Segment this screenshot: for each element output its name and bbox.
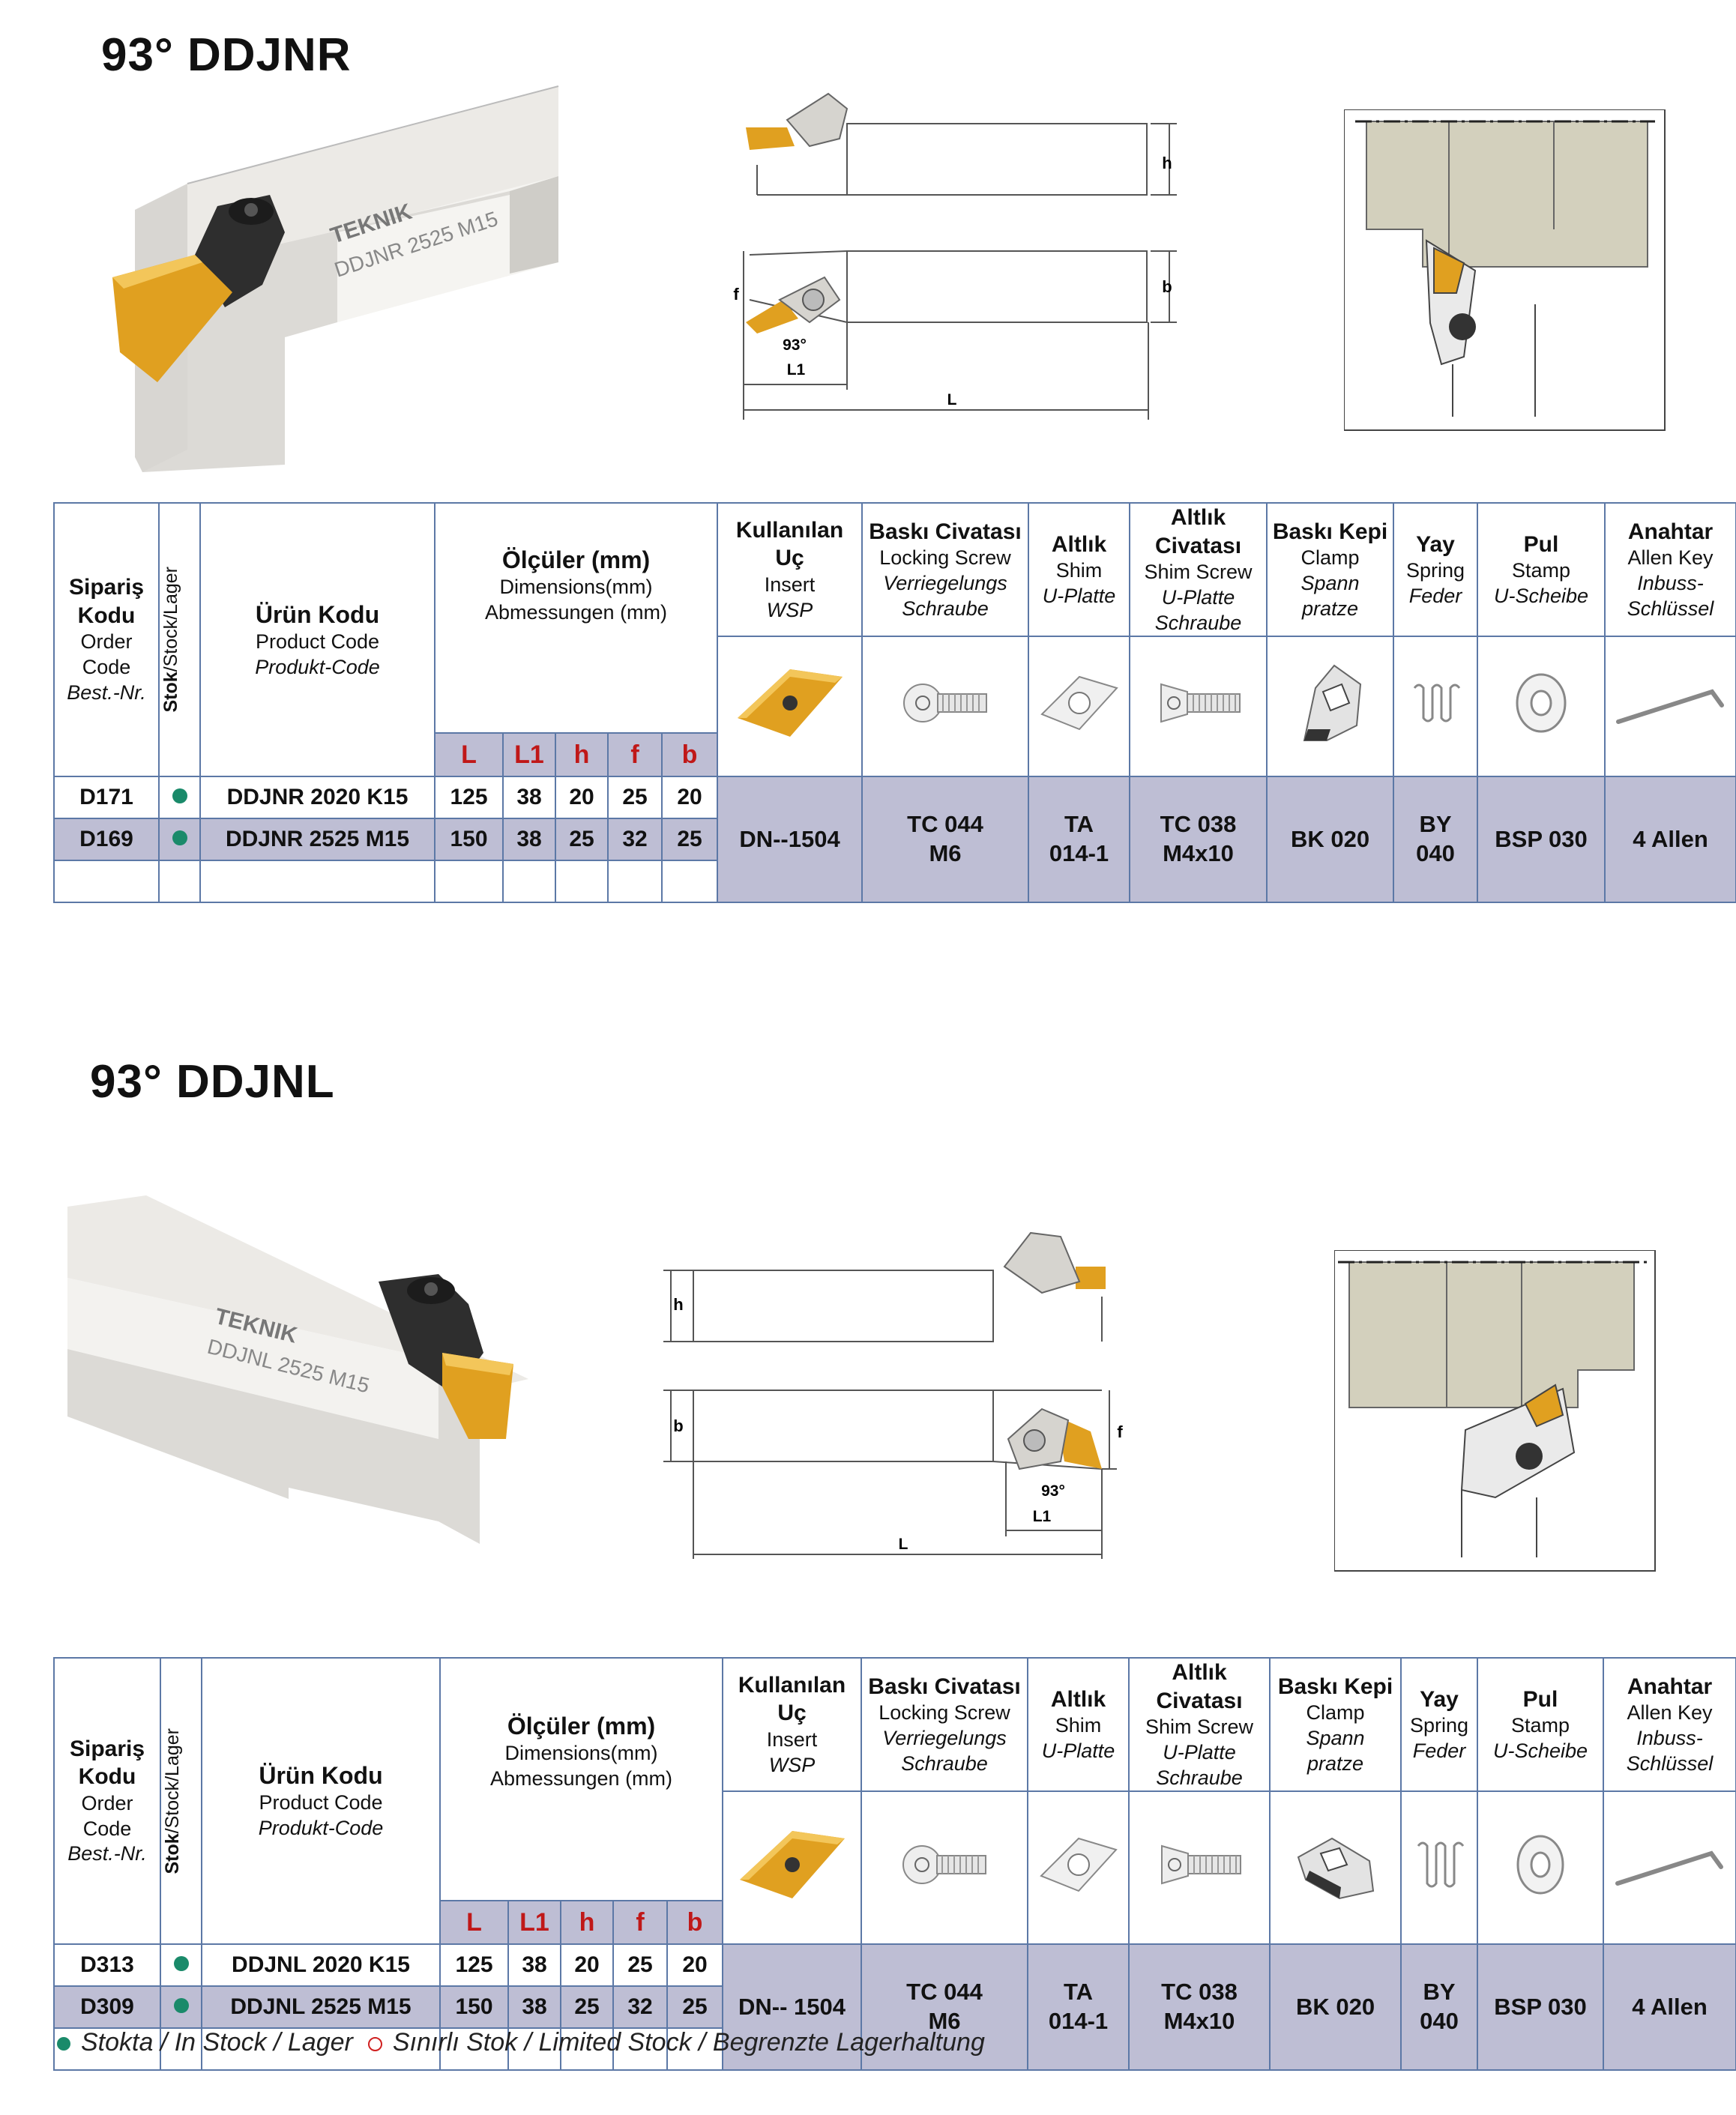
table-row: D313 DDJNL 2020 K15 125 38 20 25 20 DN--… — [53, 1943, 1736, 2071]
header-shim: Altlık Shim U-Platte — [1028, 501, 1131, 638]
svg-text:b: b — [1162, 277, 1172, 296]
header-stamp: Pul Stamp U-Scheibe — [1477, 1656, 1605, 1793]
table-row: D169 DDJNR 2525 M15 150 38 25 32 25 — [53, 818, 1736, 861]
shim-screw-icon — [1129, 636, 1268, 777]
header-shim: Altlık Shim U-Platte — [1027, 1656, 1130, 1793]
section-title-ddjnr: 93° DDJNR — [101, 29, 352, 81]
svg-text:L: L — [947, 391, 957, 408]
header-spring: Yay Spring Feder — [1400, 1656, 1479, 1793]
header-stock: Stok/Stock/Lager — [158, 502, 201, 777]
dim-col-L: L — [434, 732, 504, 777]
in-stock-dot — [173, 1956, 189, 1972]
locking-screw-icon — [861, 636, 1030, 777]
header-shim-screw: Altlık Civatası Shim Screw U-Platte Schr… — [1129, 501, 1268, 638]
shim-icon — [1027, 1790, 1130, 1945]
header-product-code: Ürün Kodu Product Code Produkt-Code — [199, 502, 435, 777]
application-drawing-left — [1334, 1250, 1656, 1572]
table-row: D309 DDJNL 2525 M15 150 38 25 32 25 — [53, 1985, 1736, 2029]
allen-key-icon — [1604, 636, 1736, 777]
application-drawing-right — [1344, 109, 1666, 431]
header-clamp: Baskı Kepi Clamp Spann pratze — [1269, 1656, 1402, 1793]
insert-icon — [717, 636, 864, 777]
svg-text:f: f — [733, 285, 739, 304]
in-stock-legend-dot — [57, 2037, 70, 2051]
tool-holder-image-left: TEKNIK DDJNL 2525 M15 — [67, 1195, 528, 1544]
header-allen-key: Anahtar Allen Key Inbuss- Schlüssel — [1603, 1656, 1736, 1793]
in-stock-dot — [173, 1998, 189, 2014]
header-dimensions: Ölçüler (mm) Dimensions(mm) Abmessungen … — [433, 502, 719, 734]
clamp-icon — [1269, 1790, 1402, 1945]
svg-text:L1: L1 — [1033, 1508, 1052, 1525]
limited-stock-legend-ring — [367, 2036, 382, 2051]
spring-icon — [1393, 636, 1479, 777]
table-row — [53, 2027, 1736, 2071]
clamp-icon — [1266, 636, 1395, 777]
header-order-code: Sipariş Kodu Order Code Best.-Nr. — [53, 502, 160, 777]
dim-col-L1: L1 — [502, 732, 556, 777]
header-clamp: Baskı Kepi Clamp Spann pratze — [1266, 501, 1395, 638]
legend-in-stock: Stokta / In Stock / Lager — [81, 2028, 353, 2057]
header-stock: Stok/Stock/Lager — [160, 1657, 202, 1945]
header-stamp: Pul Stamp U-Scheibe — [1477, 501, 1606, 638]
svg-text:h: h — [673, 1295, 683, 1314]
dimension-drawing-left: h b f 93° L1 L — [663, 1231, 1123, 1559]
svg-text:93°: 93° — [1041, 1482, 1065, 1500]
dim-col-f: f — [607, 732, 663, 777]
in-stock-dot — [172, 830, 187, 846]
table-row — [53, 860, 1736, 903]
dimension-drawing-right: h b f 93° L1 L — [733, 92, 1177, 420]
tool-holder-image-right: TEKNIK DDJNR 2525 M15 — [112, 85, 559, 472]
stock-legend: Stokta / In Stock / Lager Sınırlı Stok / … — [57, 2028, 985, 2057]
allen-key-icon — [1603, 1790, 1736, 1945]
svg-text:L1: L1 — [787, 361, 806, 378]
product-table-ddjnl: Sipariş Kodu Order Code Best.-Nr. Stok/S… — [53, 1656, 1736, 2071]
insert-icon — [722, 1790, 863, 1945]
header-locking-screw: Baskı Civatası Locking Screw Verriegelun… — [861, 501, 1030, 638]
shim-icon — [1028, 636, 1131, 777]
legend-limited-stock: Sınırlı Stok / Limited Stock / Begrenzte… — [392, 2028, 985, 2057]
locking-screw-icon — [861, 1790, 1029, 1945]
dim-col-b: b — [660, 732, 719, 777]
header-spring: Yay Spring Feder — [1393, 501, 1479, 638]
spring-icon — [1400, 1790, 1479, 1945]
table-row: D171 DDJNR 2020 K15 125 38 20 25 20 DN--… — [53, 776, 1736, 903]
header-insert: Kullanılan Uç Insert WSP — [717, 501, 864, 638]
product-table-ddjnr: Sipariş Kodu Order Code Best.-Nr. Stok/S… — [53, 501, 1736, 903]
svg-text:93°: 93° — [783, 337, 807, 354]
dim-col-f: f — [612, 1900, 668, 1945]
header-order-code: Sipariş Kodu Order Code Best.-Nr. — [53, 1657, 161, 1945]
section-title-ddjnl: 93° DDJNL — [90, 1056, 335, 1108]
header-allen-key: Anahtar Allen Key Inbuss- Schlüssel — [1604, 501, 1736, 638]
svg-text:h: h — [1162, 154, 1172, 172]
stamp-icon — [1477, 636, 1606, 777]
dim-col-h: h — [560, 1900, 614, 1945]
dim-col-L: L — [439, 1900, 509, 1945]
shim-screw-icon — [1128, 1790, 1271, 1945]
svg-text:b: b — [673, 1416, 683, 1435]
header-dimensions: Ölçüler (mm) Dimensions(mm) Abmessungen … — [438, 1657, 724, 1901]
header-shim-screw: Altlık Civatası Shim Screw U-Platte Schr… — [1128, 1656, 1271, 1793]
svg-text:f: f — [1117, 1422, 1123, 1441]
header-locking-screw: Baskı Civatası Locking Screw Verriegelun… — [861, 1656, 1029, 1793]
in-stock-dot — [172, 788, 187, 804]
header-product-code: Ürün Kodu Product Code Produkt-Code — [201, 1657, 441, 1945]
dim-col-h: h — [555, 732, 609, 777]
dim-col-b: b — [666, 1900, 724, 1945]
header-insert: Kullanılan Uç Insert WSP — [722, 1656, 863, 1793]
dim-col-L1: L1 — [507, 1900, 561, 1945]
svg-text:L: L — [899, 1536, 908, 1553]
stamp-icon — [1477, 1790, 1605, 1945]
